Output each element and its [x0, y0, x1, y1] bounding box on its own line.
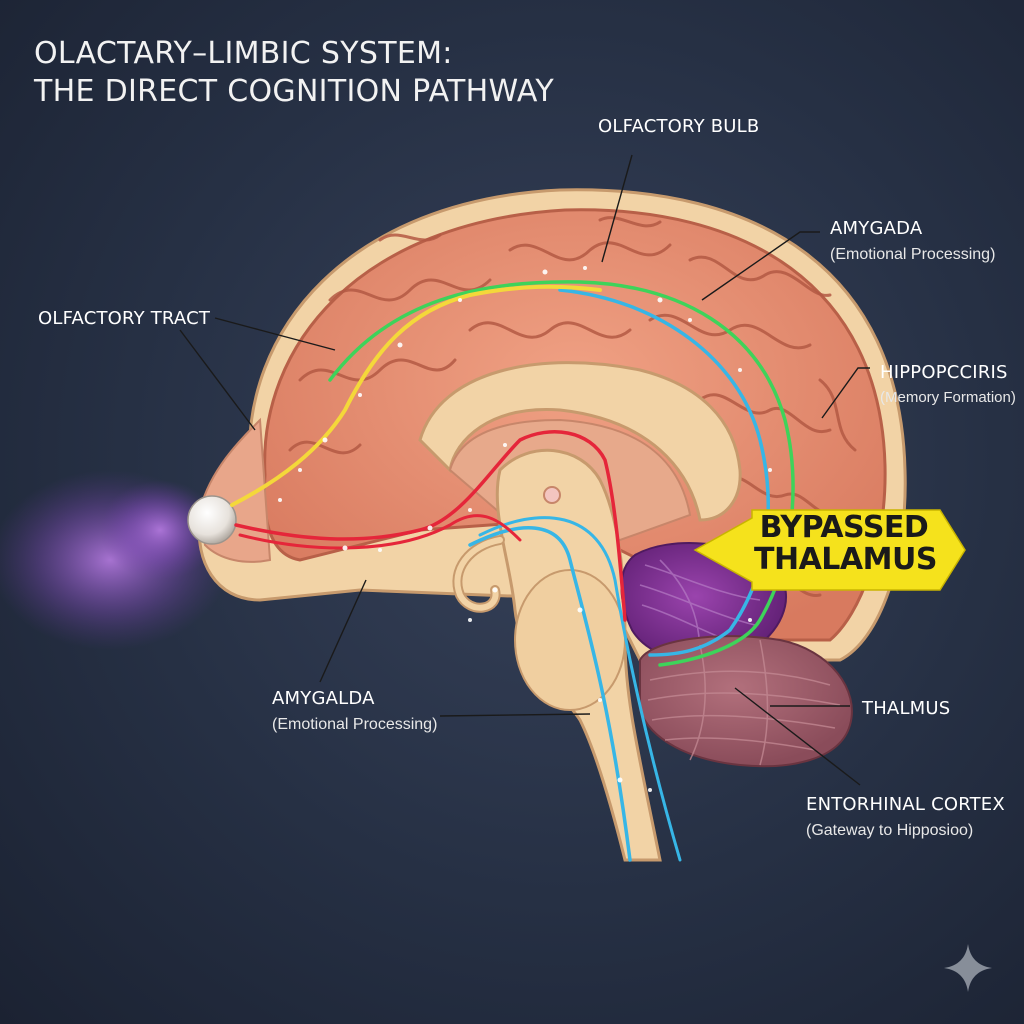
label-olfactory-tract: OLFACTORY TRACT: [38, 308, 210, 331]
sparkle-icon: [944, 944, 992, 992]
pathway-sparkles: [278, 266, 772, 792]
olfactory-bulb-sphere: [187, 495, 237, 545]
bypassed-line-1: BYPASSED: [759, 510, 929, 545]
label-thalamus-name: THALMUS: [862, 698, 951, 719]
label-amygdala-bottom-sub: (Emotional Processing): [272, 715, 438, 733]
pathway-blue-2: [478, 516, 682, 862]
label-hippocampus-name: HIPPOPCCIRIS: [880, 362, 1008, 383]
title-line-1: OLACTARY–LIMBIC SYSTEM:: [34, 36, 453, 71]
leader-hippocampus: [821, 367, 870, 419]
pathway-blue: [468, 288, 770, 862]
pineal-node: [543, 486, 561, 504]
pathway-red-2: [238, 514, 522, 550]
label-entorhinal-sub: (Gateway to Hipposioo): [806, 821, 974, 839]
leader-amygdala-bottom-2: [439, 713, 591, 717]
bypassed-line-2: THALAMUS: [754, 542, 937, 577]
label-entorhinal-name: ENTORHINAL CORTEX: [806, 794, 1005, 815]
leader-olfactory-tract: [214, 317, 336, 351]
label-olfactory-tract-name: OLFACTORY TRACT: [38, 308, 211, 329]
label-amygdala-top: AMYGADA (Emotional Processing): [830, 218, 995, 265]
odor-mist-core: [100, 480, 220, 580]
label-thalamus: THALMUS: [862, 698, 950, 721]
cerebellum-folia: [647, 639, 841, 766]
label-amygdala-top-name: AMYGADA: [830, 218, 923, 239]
label-amygdala-bottom-name: AMYGALDA: [272, 688, 375, 709]
neural-pathways: [230, 280, 795, 862]
label-amygdala-top-sub: (Emotional Processing): [830, 245, 996, 263]
label-entorhinal-cortex: ENTORHINAL CORTEX (Gateway to Hipposioo): [806, 794, 1005, 841]
bypassed-thalamus-text: BYPASSED THALAMUS: [754, 510, 937, 577]
corpus-callosum: [418, 361, 742, 522]
pons: [514, 569, 626, 711]
leader-olfactory-bulb: [601, 154, 633, 263]
pathway-red: [234, 430, 627, 622]
pathway-green: [328, 280, 795, 667]
title-line-2: THE DIRECT COGNITION PATHWAY: [34, 74, 554, 109]
leader-amygdala-top: [701, 231, 820, 301]
label-olfactory-bulb: OLFACTORY BULB: [598, 116, 759, 139]
leader-amygdala-bottom-1: [319, 579, 367, 683]
label-hippocampus: HIPPOPCCIRIS (Memory Formation): [880, 362, 1016, 407]
pathway-yellow: [230, 284, 602, 507]
label-hippocampus-sub: (Memory Formation): [880, 388, 1016, 406]
bypassed-thalamus-callout: [693, 509, 966, 591]
leader-entorhinal: [734, 687, 861, 786]
leader-olfactory-tract-2: [179, 329, 256, 431]
leader-lines: [179, 154, 870, 786]
label-amygdala-bottom: AMYGALDA (Emotional Processing): [272, 688, 437, 735]
label-olfactory-bulb-name: OLFACTORY BULB: [598, 116, 760, 137]
